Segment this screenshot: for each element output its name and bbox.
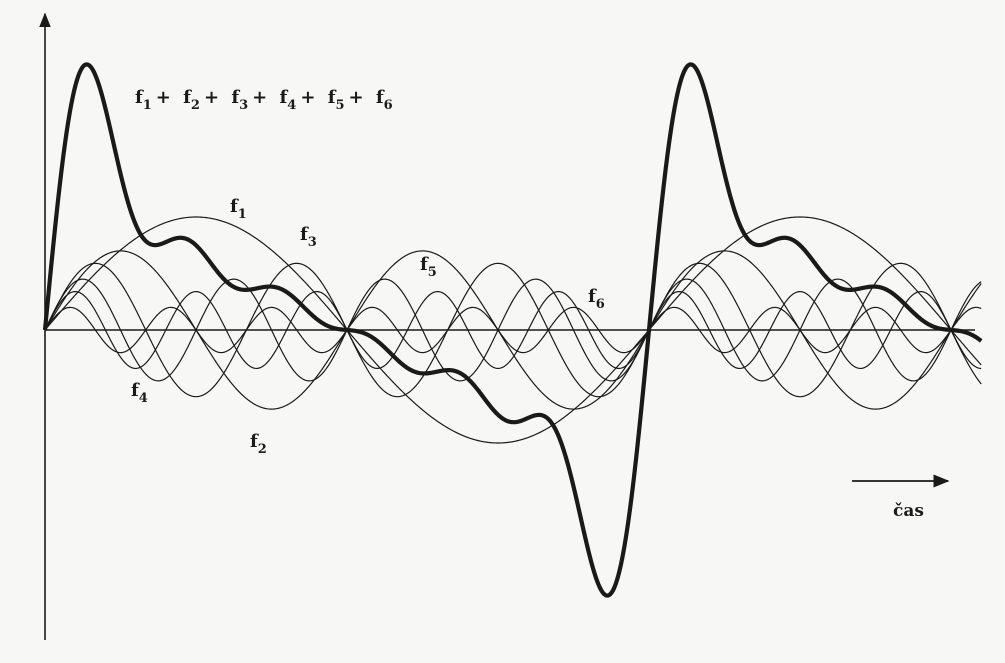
harmonic-curve-f4 — [44, 278, 982, 382]
label-f5: f5 — [420, 254, 437, 280]
harmonic-curve-f2 — [44, 250, 982, 410]
harmonic-curve-f3 — [44, 262, 982, 398]
harmonic-curve-f1 — [44, 216, 982, 444]
label-f1: f1 — [230, 196, 247, 222]
time-axis-label: čas — [893, 501, 924, 521]
harmonic-curve-f5 — [44, 290, 982, 370]
label-f4: f4 — [131, 380, 148, 406]
label-f3: f3 — [300, 224, 317, 250]
sum-curve — [42, 62, 983, 598]
label-f6: f6 — [588, 286, 605, 312]
label-f2: f2 — [250, 431, 267, 457]
harmonic-curves — [44, 216, 982, 444]
harmonic-curve-f6 — [44, 306, 982, 354]
sum-label: f1+ f2+ f3+ f4+ f5+ f6 — [135, 87, 393, 113]
